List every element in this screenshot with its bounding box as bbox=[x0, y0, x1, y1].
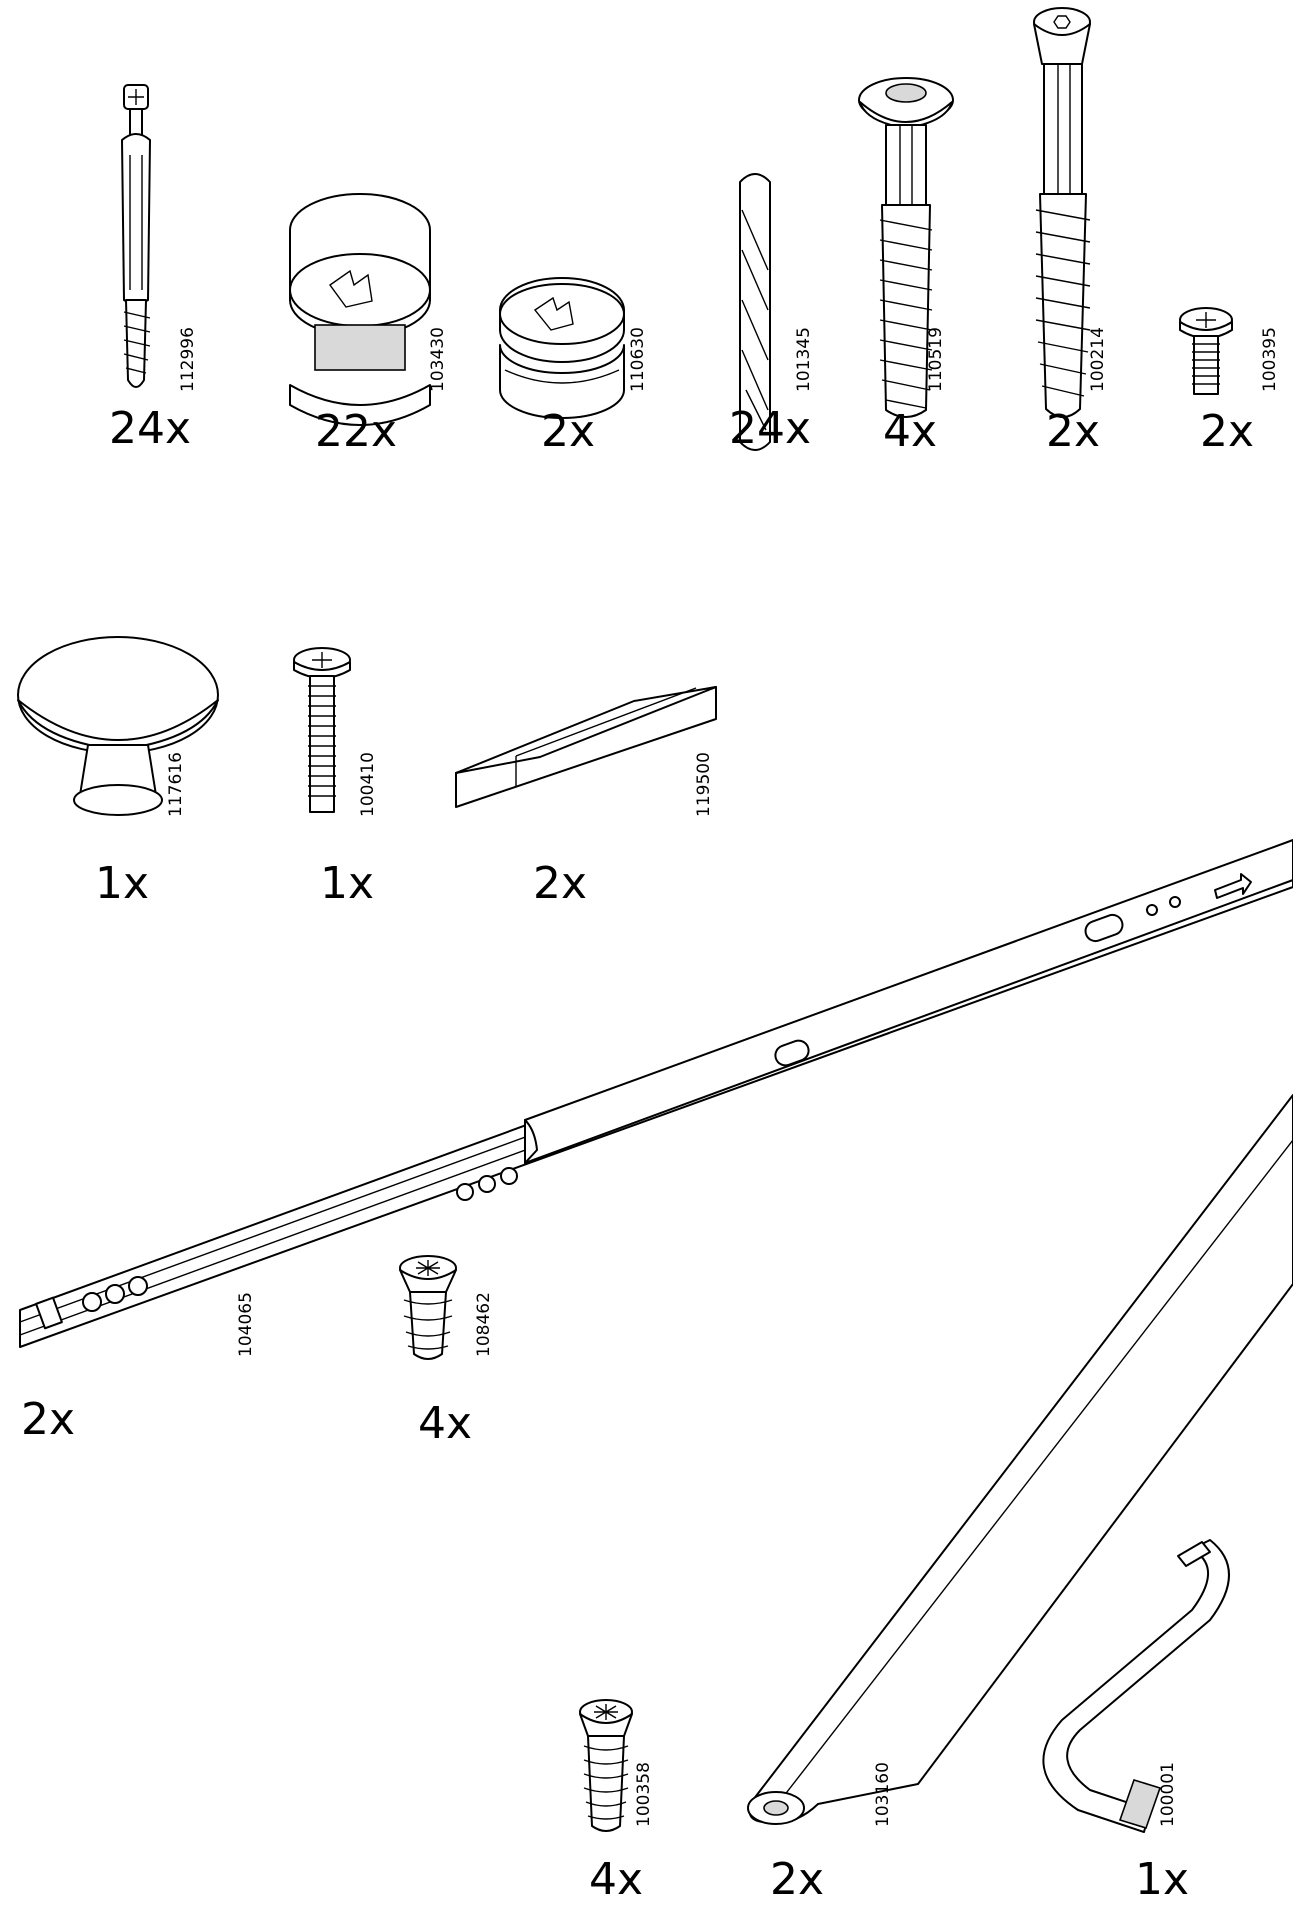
drawer-rail-icon bbox=[19, 839, 1293, 1348]
code-101345: 101345 bbox=[794, 327, 814, 392]
code-100214: 100214 bbox=[1088, 327, 1108, 392]
qty-112996: 24x bbox=[108, 403, 192, 454]
qty-100001: 1x bbox=[1134, 1854, 1190, 1905]
qty-101345: 24x bbox=[728, 403, 812, 454]
qty-100214: 2x bbox=[1045, 406, 1101, 457]
qty-103160: 2x bbox=[769, 1854, 825, 1905]
euro-screw-short-icon bbox=[399, 1255, 457, 1360]
cam-lock-large-icon bbox=[289, 193, 431, 426]
long-hex-screw-icon bbox=[1033, 7, 1091, 418]
machine-screw-icon bbox=[293, 647, 351, 813]
qty-100358: 4x bbox=[588, 1854, 644, 1905]
wooden-dowel-icon bbox=[739, 173, 771, 451]
code-117616: 117616 bbox=[166, 752, 186, 817]
qty-100410: 1x bbox=[319, 858, 375, 909]
cam-lock-small-icon bbox=[499, 277, 625, 419]
code-100395: 100395 bbox=[1260, 327, 1280, 392]
code-108462: 108462 bbox=[474, 1292, 494, 1357]
qty-117616: 1x bbox=[94, 858, 150, 909]
code-100001: 100001 bbox=[1158, 1762, 1178, 1827]
qty-103430: 22x bbox=[314, 406, 398, 457]
euro-screw-long-icon bbox=[579, 1699, 633, 1832]
code-119500: 119500 bbox=[694, 752, 714, 817]
wall-plug-screw-icon bbox=[858, 77, 954, 418]
qty-110519: 4x bbox=[882, 406, 938, 457]
code-100358: 100358 bbox=[634, 1762, 654, 1827]
code-103430: 103430 bbox=[428, 327, 448, 392]
code-104065: 104065 bbox=[236, 1292, 256, 1357]
code-100410: 100410 bbox=[358, 752, 378, 817]
qty-100395: 2x bbox=[1199, 406, 1255, 457]
short-screw-icon bbox=[1179, 307, 1233, 395]
qty-108462: 4x bbox=[417, 1398, 473, 1449]
wood-block-icon bbox=[455, 686, 717, 808]
cam-bolt-icon bbox=[121, 84, 151, 388]
code-112996: 112996 bbox=[178, 327, 198, 392]
code-110630: 110630 bbox=[628, 327, 648, 392]
qty-104065: 2x bbox=[20, 1394, 76, 1445]
code-103160: 103160 bbox=[873, 1762, 893, 1827]
metal-strap-icon bbox=[747, 1094, 1293, 1825]
allen-key-icon bbox=[1042, 1539, 1230, 1833]
code-110519: 110519 bbox=[926, 327, 946, 392]
knob-icon bbox=[17, 636, 219, 816]
qty-110630: 2x bbox=[540, 406, 596, 457]
qty-119500: 2x bbox=[532, 858, 588, 909]
